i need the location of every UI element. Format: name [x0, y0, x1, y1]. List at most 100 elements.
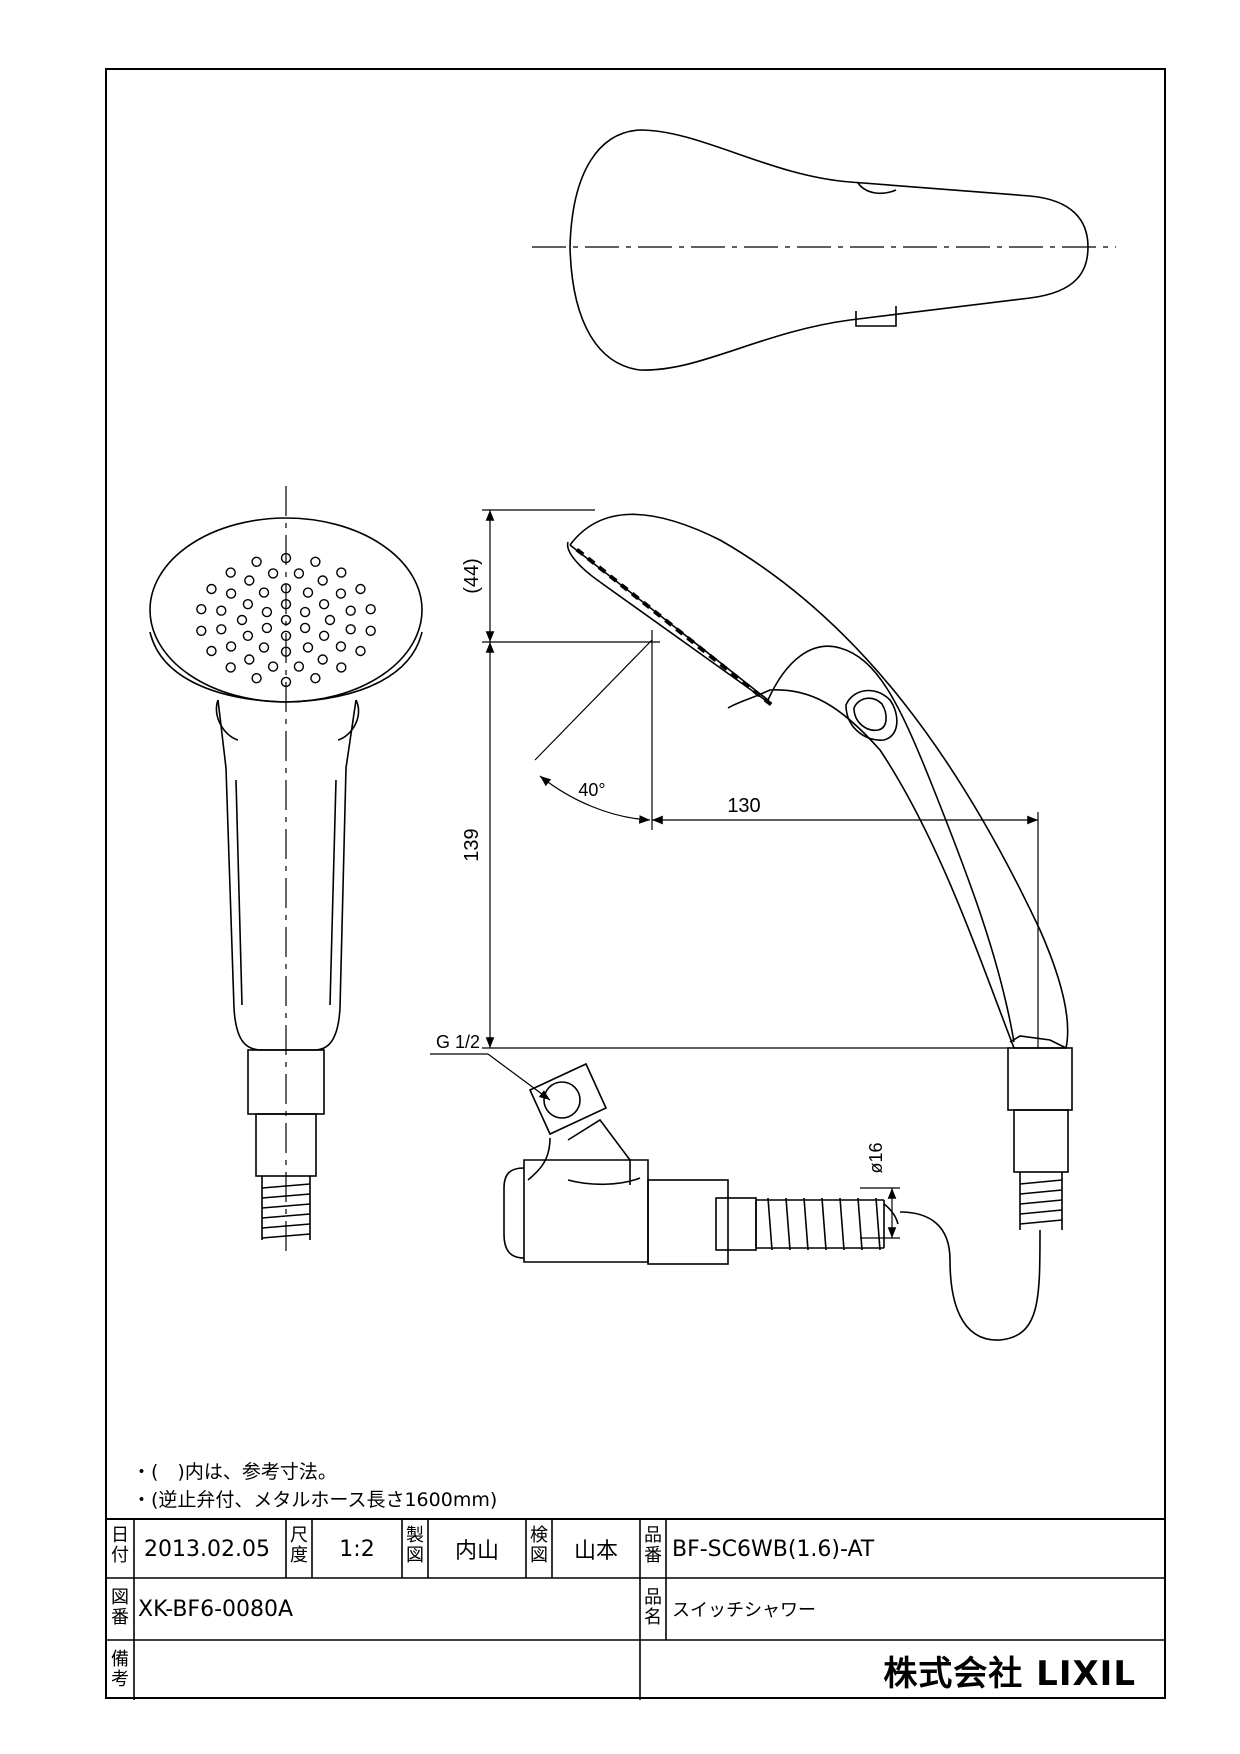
nozzle-tooth: [630, 592, 640, 601]
nozzle-hole: [293, 661, 305, 672]
nozzle-hole: [258, 642, 270, 653]
product-name-value: スイッチシャワー: [672, 1600, 816, 1621]
nozzle-hole: [336, 567, 347, 578]
dim-hose-diameter: ø16: [866, 1142, 886, 1173]
nozzle-hole: [280, 646, 292, 657]
nozzle-hole: [280, 630, 292, 641]
nozzle-hole: [335, 588, 347, 599]
nozzle-hole: [336, 662, 347, 673]
drawn-label-1: 製: [406, 1525, 424, 1546]
drawing-number-label: 図番: [106, 1588, 134, 1628]
nozzle-hole: [258, 587, 270, 598]
nozzle-hole: [216, 624, 227, 635]
nozzle-hole: [317, 575, 328, 586]
nozzle-hole: [206, 583, 217, 595]
nozzle-hole: [225, 567, 236, 578]
checked-by-label: 検図: [526, 1526, 552, 1566]
date-label-2: 付: [111, 1545, 129, 1566]
title-block: 日付 2013.02.05 尺度 1:2 製図 内山 検図 山本 品番 BF-S…: [106, 1518, 1165, 1700]
product-name-label-2: 名: [644, 1607, 662, 1628]
nozzle-hole: [196, 625, 207, 636]
nozzle-tooth: [664, 618, 673, 627]
drawing-number-value: XK-BF6-0080A: [138, 1596, 294, 1622]
nozzle-hole: [236, 614, 248, 626]
scale-label: 尺度: [286, 1526, 312, 1566]
nozzle-hole: [324, 614, 336, 626]
nozzle-tooth: [575, 547, 585, 557]
nozzle-hole: [267, 568, 279, 579]
nozzle-hole: [365, 625, 376, 636]
nozzle-hole: [225, 662, 236, 673]
nozzle-tooth: [741, 680, 751, 689]
remarks-label-2: 考: [111, 1669, 129, 1690]
nozzle-hole: [244, 575, 255, 586]
dimension-lines: [430, 509, 1039, 1239]
dim-angle: 40°: [578, 780, 605, 800]
nozzle-tooth: [763, 697, 773, 707]
nozzle-hole: [225, 588, 237, 599]
nozzle-hole: [267, 661, 279, 672]
nozzle-hole: [242, 630, 254, 641]
nozzle-hole: [310, 673, 321, 684]
nozzle-tooth: [686, 636, 695, 645]
nozzle-hole: [310, 556, 321, 567]
dim-reach: 130: [727, 795, 760, 817]
nozzle-hole: [365, 604, 376, 615]
checked-by-value: 山本: [573, 1539, 618, 1564]
nozzle-hole: [345, 624, 356, 635]
nozzle-hole: [302, 642, 314, 653]
nozzle-hole: [280, 614, 292, 626]
drawn-label-2: 図: [406, 1545, 424, 1566]
part-no-label-2: 番: [644, 1545, 662, 1566]
side-view: [566, 513, 1073, 1341]
nozzle-tooth: [619, 583, 629, 592]
nozzle-hole: [206, 645, 217, 657]
side-nozzle-teeth: [575, 547, 773, 707]
drawn-by-label: 製図: [402, 1526, 428, 1566]
nozzle-hole: [355, 583, 366, 595]
date-label: 日付: [106, 1526, 134, 1566]
drawing-no-label-1: 図: [111, 1587, 129, 1608]
drawn-by-value: 内山: [454, 1539, 499, 1564]
nozzle-hole: [345, 605, 356, 616]
nozzle-tooth: [597, 565, 607, 574]
part-number-label: 品番: [640, 1526, 666, 1566]
note-reference-dimensions: ・( )内は、参考寸法。: [132, 1461, 337, 1483]
company-logo: 株式会社 LIXIL: [883, 1653, 1136, 1694]
nozzle-hole: [299, 622, 311, 634]
nozzle-hole: [261, 606, 273, 618]
checked-label-2: 図: [530, 1545, 548, 1566]
date-label-1: 日: [111, 1525, 129, 1546]
remarks-label-1: 備: [111, 1649, 129, 1670]
scale-label-1: 尺: [290, 1525, 308, 1546]
note-hose-length: ・(逆止弁付、メタルホース長さ1600mm): [132, 1489, 498, 1511]
nozzle-tooth: [708, 653, 718, 662]
checked-label-1: 検: [530, 1525, 548, 1546]
nozzle-tooth: [642, 600, 651, 609]
nozzle-hole: [251, 673, 262, 684]
nozzle-hole: [280, 552, 292, 564]
spray-nozzle-holes: [196, 552, 376, 688]
nozzle-tooth: [719, 662, 729, 671]
drawing-no-label-2: 番: [111, 1607, 129, 1628]
dim-thread: G 1/2: [436, 1032, 480, 1052]
product-name-label: 品名: [640, 1588, 666, 1628]
nozzle-hole: [261, 622, 273, 634]
nozzle-hole: [216, 605, 227, 616]
nozzle-hole: [355, 645, 366, 657]
product-name-label-1: 品: [644, 1587, 662, 1608]
top-view: [532, 129, 1116, 371]
nozzle-hole: [280, 583, 292, 594]
nozzle-hole: [225, 641, 237, 652]
nozzle-hole: [299, 606, 311, 618]
nozzle-hole: [280, 599, 292, 610]
nozzle-hole: [280, 676, 292, 688]
nozzle-tooth: [730, 671, 740, 680]
nozzle-tooth: [586, 556, 596, 565]
nozzle-hole: [318, 630, 330, 641]
nozzle-tooth: [697, 645, 706, 654]
nozzle-hole: [318, 599, 330, 610]
nozzle-hole: [242, 599, 254, 610]
remarks-label: 備考: [106, 1650, 134, 1690]
